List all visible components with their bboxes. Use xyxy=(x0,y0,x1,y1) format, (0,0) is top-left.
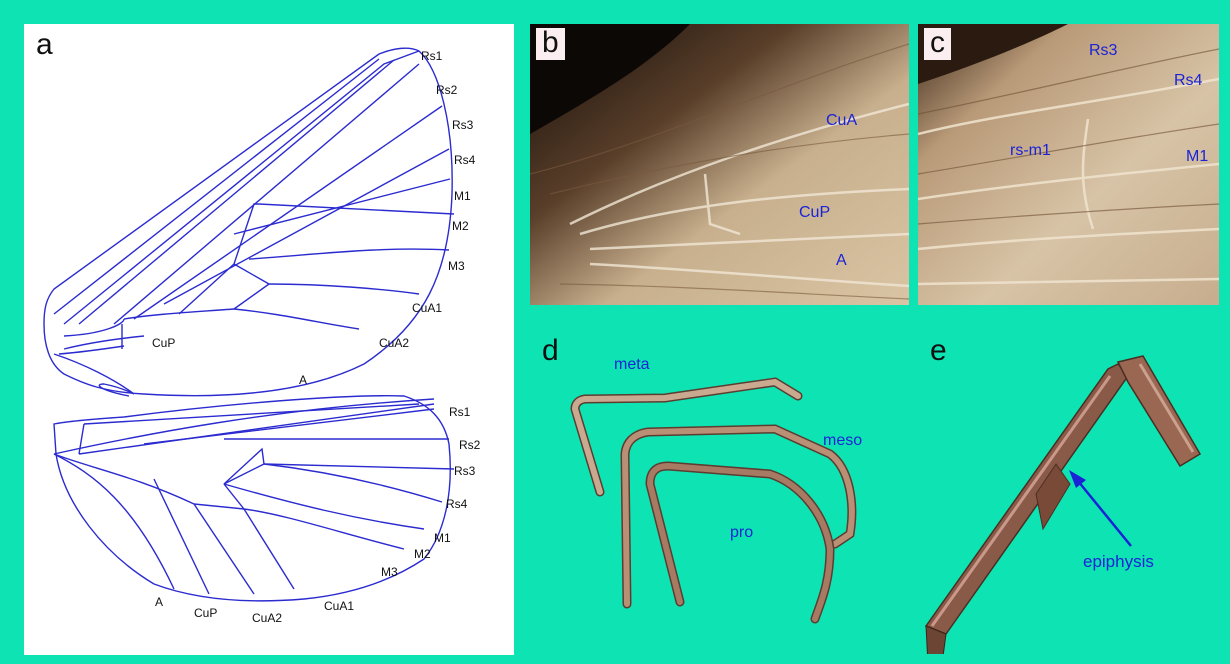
fw-label-m1: M1 xyxy=(454,189,471,203)
photo-c-label-rs3: Rs3 xyxy=(1089,42,1117,60)
hw-label-cua2: CuA2 xyxy=(252,611,282,625)
fw-label-rs3: Rs3 xyxy=(452,118,474,132)
hw-label-cua1: CuA1 xyxy=(324,599,354,613)
fw-label-cua1: CuA1 xyxy=(412,301,442,315)
photo-b-label-cup: CuP xyxy=(799,204,830,222)
fw-label-a: A xyxy=(299,373,307,387)
legs-photo xyxy=(530,334,909,654)
hw-label-m2: M2 xyxy=(414,547,431,561)
photo-b-label-a: A xyxy=(836,252,847,270)
hw-label-rs2: Rs2 xyxy=(459,438,481,452)
hw-label-m3: M3 xyxy=(381,565,398,579)
panel-b-wing-base-photo: b CuA CuP A xyxy=(530,24,909,305)
panel-letter-b: b xyxy=(536,28,565,60)
hw-label-rs4: Rs4 xyxy=(446,497,468,511)
leg-label-meta: meta xyxy=(614,356,650,374)
photo-b-label-cua: CuA xyxy=(826,112,857,130)
panel-c-crossvein-photo: c Rs3 Rs4 rs-m1 M1 xyxy=(918,24,1219,305)
label-epiphysis: epiphysis xyxy=(1083,552,1154,572)
crossvein-photo xyxy=(918,24,1219,305)
hw-label-a: A xyxy=(155,595,163,609)
panel-e-epiphysis: e epiphysis xyxy=(918,334,1219,654)
wing-base-photo xyxy=(530,24,909,305)
panel-letter-c: c xyxy=(924,28,951,60)
hw-label-rs1: Rs1 xyxy=(449,405,471,419)
photo-c-label-rs-m1: rs-m1 xyxy=(1010,142,1051,160)
epiphysis-photo xyxy=(918,334,1219,654)
leg-label-pro: pro xyxy=(730,524,753,542)
hw-label-m1: M1 xyxy=(434,531,451,545)
panel-a-wing-venation: a xyxy=(24,24,514,655)
fw-label-cua2: CuA2 xyxy=(379,336,409,350)
fw-label-rs4: Rs4 xyxy=(454,153,476,167)
fw-label-m2: M2 xyxy=(452,219,469,233)
fw-label-m3: M3 xyxy=(448,259,465,273)
panel-d-legs: d meta meso pro xyxy=(530,334,909,654)
photo-c-label-rs4: Rs4 xyxy=(1174,72,1202,90)
fw-label-cup: CuP xyxy=(152,336,175,350)
fw-label-rs1: Rs1 xyxy=(421,49,443,63)
fw-label-rs2: Rs2 xyxy=(436,83,458,97)
wing-venation-diagram: Rs1 Rs2 Rs3 Rs4 M1 M2 M3 CuA1 CuA2 CuP A… xyxy=(24,24,514,655)
hw-label-rs3: Rs3 xyxy=(454,464,476,478)
epiphysis-arrow xyxy=(1069,470,1131,546)
hw-label-cup: CuP xyxy=(194,606,217,620)
photo-c-label-m1: M1 xyxy=(1186,148,1208,166)
leg-label-meso: meso xyxy=(823,432,862,450)
panel-letter-a: a xyxy=(30,30,59,62)
